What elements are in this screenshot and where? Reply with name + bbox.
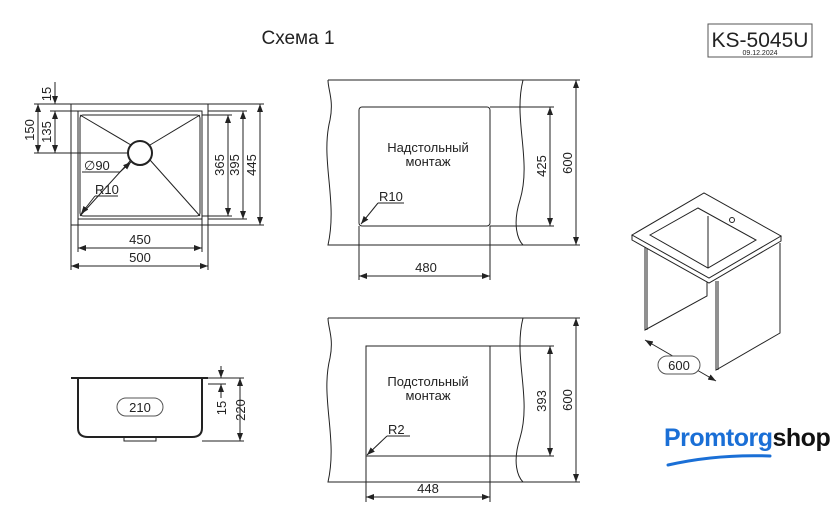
cabinet-width: 600 — [668, 358, 690, 373]
overmount-view: Надстольный монтаж R10 480 425 600 — [326, 79, 580, 280]
undermount-outer-height: 600 — [560, 389, 575, 411]
promtorgshop-logo: Promtorgshop — [664, 424, 831, 453]
side-depth: 210 — [129, 400, 151, 415]
side-height: 220 — [233, 399, 248, 421]
logo-part-2: shop — [772, 424, 831, 452]
top-view: 450 500 365 395 445 15 150 135 ∅90 R10 — [22, 82, 264, 270]
dim-395: 395 — [227, 154, 242, 176]
overmount-inner-height: 425 — [534, 155, 549, 177]
overmount-label-1: Надстольный — [387, 140, 469, 155]
undermount-inner-height: 393 — [534, 390, 549, 412]
logo-swoosh-icon — [666, 454, 772, 467]
overmount-radius: R10 — [379, 189, 403, 204]
drain-hole — [127, 140, 153, 166]
dim-365: 365 — [212, 154, 227, 176]
undermount-width: 448 — [417, 481, 439, 496]
model-code: KS-5045U — [712, 29, 809, 52]
corner-radius: R10 — [95, 182, 119, 197]
model-date: 09.12.2024 — [742, 50, 777, 57]
drain-diameter: ∅90 — [84, 158, 110, 173]
overmount-width: 480 — [415, 260, 437, 275]
side-rim: 15 — [214, 401, 229, 415]
model-stamp: KS-5045U 09.12.2024 — [707, 23, 813, 58]
side-view: 210 15 220 — [71, 366, 248, 442]
undermount-label-2: монтаж — [405, 388, 450, 403]
logo-part-1: Promtorg — [664, 424, 773, 452]
undermount-label-1: Подстольный — [387, 374, 468, 389]
dim-135: 135 — [39, 121, 54, 143]
cabinet-isometric: 600 — [630, 192, 783, 382]
dim-450: 450 — [129, 232, 151, 247]
scheme-title: Схема 1 — [261, 28, 334, 49]
dim-445: 445 — [244, 154, 259, 176]
undermount-radius: R2 — [388, 422, 405, 437]
dim-15: 15 — [39, 87, 54, 101]
overmount-label-2: монтаж — [405, 154, 450, 169]
overmount-outer-height: 600 — [560, 152, 575, 174]
dim-500: 500 — [129, 250, 151, 265]
undermount-view: Подстольный монтаж R2 448 393 600 — [326, 317, 580, 502]
dim-150: 150 — [22, 119, 37, 141]
